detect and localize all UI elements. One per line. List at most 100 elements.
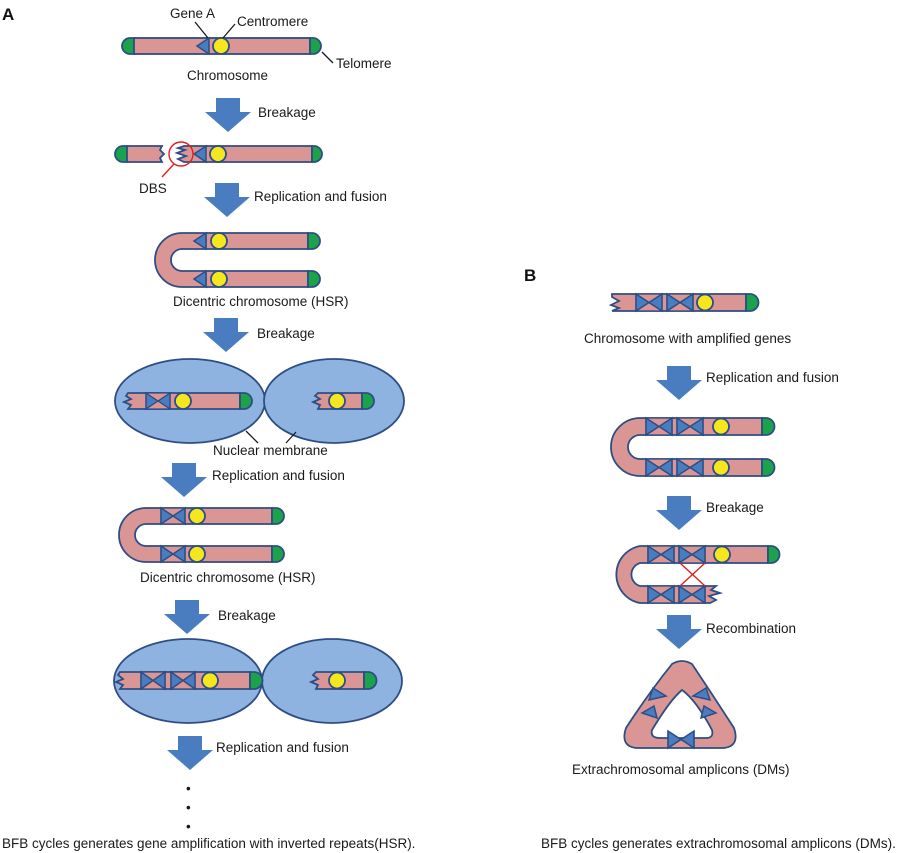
- inverted-repeat-icon: [645, 416, 673, 437]
- telomere: [361, 392, 375, 410]
- continuation-dot: •: [186, 819, 191, 834]
- daughter-nuclei-2: [113, 638, 403, 724]
- inverted-repeat-icon: [666, 292, 694, 313]
- telomere-left: [114, 145, 129, 163]
- gene-a-icon: [192, 231, 207, 251]
- panel-a-caption: BFB cycles generates gene amplification …: [2, 836, 415, 851]
- amplified-chromosome: [608, 292, 760, 313]
- telomere: [271, 545, 285, 563]
- arrow-down-icon: [203, 318, 249, 352]
- crossover-line: [679, 562, 706, 587]
- telomere: [307, 270, 321, 288]
- panel-b-label: B: [524, 266, 536, 285]
- step-label: Recombination: [706, 621, 796, 636]
- telomere: [239, 392, 253, 410]
- arrow-down-icon: [656, 496, 702, 530]
- step-label: Breakage: [257, 326, 315, 341]
- dicentric-label: Dicentric chromosome (HSR): [140, 570, 316, 585]
- telomere: [745, 293, 760, 312]
- dicentric-chromosome-2: [118, 506, 285, 564]
- centromere-icon: [188, 545, 206, 563]
- telomere: [271, 507, 285, 525]
- centromere-pointer: [222, 23, 236, 39]
- nuclear-membrane-label: Nuclear membrane: [213, 443, 328, 458]
- step-label: Replication and fusion: [212, 468, 345, 483]
- membrane-pointer: [285, 431, 297, 444]
- inverted-repeat-icon: [645, 457, 673, 478]
- telomere: [307, 232, 321, 250]
- inverted-repeat-icon: [647, 584, 675, 605]
- gene-a-label: Gene A: [170, 6, 215, 21]
- inverted-repeat-icon: [635, 292, 663, 313]
- centromere-icon: [713, 545, 731, 564]
- step-label: Breakage: [258, 105, 316, 120]
- centromere-icon: [174, 392, 192, 410]
- dbs-pointer: [161, 163, 175, 178]
- dbs-circle: [168, 141, 194, 167]
- u-shaped-chromosome: [154, 232, 309, 288]
- dm-ring: [623, 660, 737, 750]
- inverted-repeat-icon: [676, 416, 704, 437]
- centromere-icon: [210, 270, 228, 288]
- inverted-repeat-icon: [647, 544, 675, 565]
- membrane-pointer: [245, 430, 259, 444]
- centromere-icon: [210, 232, 228, 250]
- centromere-icon: [712, 417, 730, 436]
- arrow-down-icon: [167, 736, 213, 770]
- inverted-repeat-icon: [678, 544, 706, 565]
- centromere-icon: [328, 671, 346, 690]
- centromere-icon: [212, 37, 230, 55]
- continuation-dot: •: [186, 781, 191, 796]
- centromere-icon: [696, 293, 714, 312]
- gene-a-icon: [192, 269, 207, 289]
- daughter-nuclei-1: [114, 358, 405, 444]
- step-label: Replication and fusion: [216, 740, 349, 755]
- arrow-down-icon: [164, 600, 210, 634]
- continuation-dot: •: [186, 800, 191, 815]
- telomere: [249, 671, 264, 690]
- centromere-icon: [188, 507, 206, 525]
- recombining-chromosome: [615, 544, 781, 605]
- centromere-label: Centromere: [237, 14, 308, 29]
- gene-a-pointer: [194, 21, 209, 39]
- ring-body: [623, 660, 737, 749]
- inverted-repeat-icon: [640, 686, 668, 720]
- dms-label: Extrachromosomal amplicons (DMs): [572, 762, 790, 777]
- centromere-icon: [712, 458, 730, 477]
- step-label: Breakage: [706, 500, 764, 515]
- telomere-left: [121, 37, 136, 55]
- centromere-icon: [328, 392, 346, 410]
- inverted-repeat-icon: [676, 457, 704, 478]
- telomere-right: [311, 145, 323, 163]
- telomere-pointer: [321, 51, 334, 64]
- centromere-icon: [209, 145, 227, 163]
- telomere: [761, 417, 776, 436]
- step-label: Replication and fusion: [254, 189, 387, 204]
- telomere: [767, 545, 781, 564]
- centromere-icon: [201, 671, 219, 690]
- inverted-repeat-icon: [160, 544, 186, 564]
- telomere-right: [309, 37, 322, 55]
- broken-chromosome: [114, 141, 323, 178]
- arrow-down-icon: [656, 366, 702, 400]
- telomere: [761, 458, 776, 477]
- u-shaped-chromosome: [118, 507, 273, 563]
- chromosome-label: Chromosome: [187, 68, 268, 83]
- arrow-down-icon: [656, 615, 702, 649]
- dbs-label: DBS: [139, 181, 167, 196]
- panel-a-label: A: [2, 5, 14, 24]
- arrow-down-icon: [204, 183, 250, 217]
- dicentric-chromosome-1: [154, 231, 321, 289]
- gene-a-icon: [192, 144, 207, 164]
- step-label: Replication and fusion: [706, 370, 839, 385]
- inverted-repeat-icon: [691, 686, 718, 720]
- inverted-repeat-icon: [170, 670, 196, 691]
- dicentric-label: Dicentric chromosome (HSR): [173, 294, 349, 309]
- inverted-repeat-icon: [678, 584, 706, 605]
- inverted-repeat-icon: [140, 670, 166, 691]
- inverted-repeat-icon: [667, 729, 695, 750]
- telomere-label: Telomere: [336, 56, 392, 71]
- inverted-repeat-icon: [160, 506, 186, 526]
- arrow-down-icon: [161, 463, 207, 497]
